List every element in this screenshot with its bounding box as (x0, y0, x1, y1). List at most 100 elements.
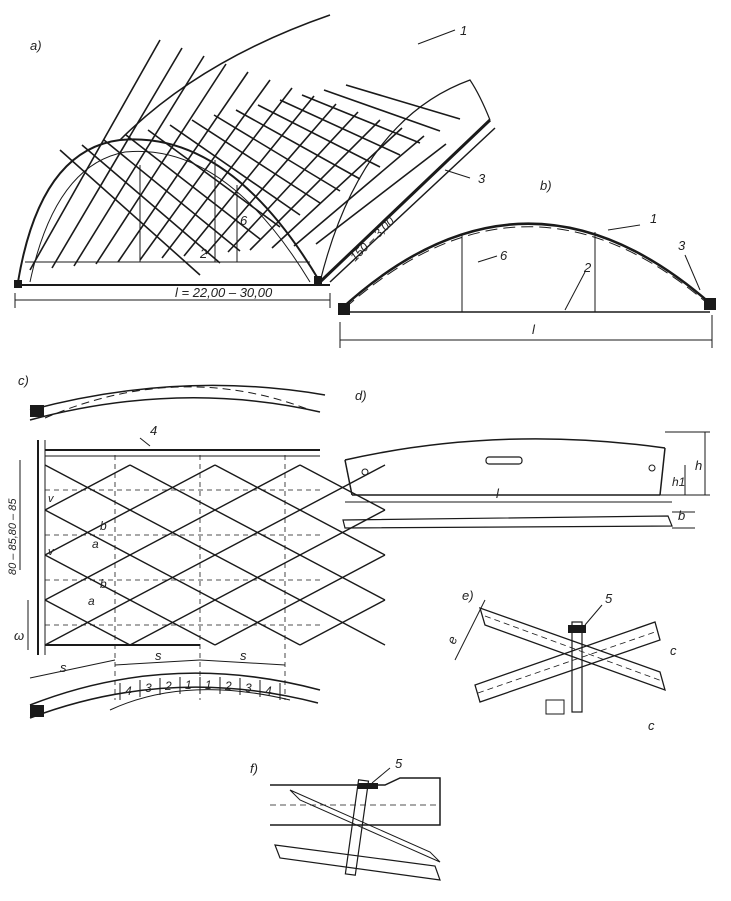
plan-rib (214, 464, 301, 511)
board-e-1 (479, 606, 666, 692)
dim-v-1: v (48, 493, 55, 505)
svg-text:4: 4 (125, 684, 132, 698)
svg-text:2: 2 (224, 679, 232, 693)
lattice-rib (29, 39, 161, 271)
spacing-label: 150 – 3,00 (347, 214, 397, 264)
b-callout-1: 1 (650, 211, 657, 226)
panel-d-letter: d) (355, 388, 367, 403)
edge-symbol: ω (14, 628, 24, 643)
lattice-rib (103, 139, 241, 252)
plan-lattice (44, 464, 386, 646)
dim-left: 80 – 85,80 – 85 (7, 498, 19, 575)
lattice-rib (161, 87, 293, 259)
panel-c-plan: 4 3 2 1 1 2 3 4 s s s 80 – 85,80 – 85 b … (7, 373, 386, 719)
plan-rib (129, 554, 216, 601)
board-f-2 (274, 844, 441, 881)
lattice-rib (191, 119, 321, 204)
dim-b-edge: b (678, 508, 685, 523)
panel-f-letter: f) (250, 761, 258, 776)
svg-text:4: 4 (265, 684, 272, 698)
board-top-edge (344, 438, 666, 461)
support-right (314, 276, 322, 284)
lattice-rib (257, 104, 381, 168)
support-b-left (338, 303, 350, 315)
svg-text:3: 3 (145, 681, 152, 695)
span-label: l = 22,00 – 30,00 (175, 285, 273, 300)
lattice-rib (293, 135, 425, 247)
dim-b-2: b (100, 577, 107, 591)
side-base-beam-inner (329, 127, 496, 283)
board-e-2 (474, 621, 661, 703)
dim-a-2: a (88, 594, 95, 608)
support-left (14, 280, 22, 288)
callout-3: 3 (478, 171, 486, 186)
lattice-rib (147, 129, 281, 228)
bolt-f (344, 779, 370, 876)
b-callout-3: 3 (678, 238, 686, 253)
dim-b-1: b (100, 519, 107, 533)
plan-rib (129, 509, 216, 556)
callout-6: 6 (240, 213, 248, 228)
svg-text:2: 2 (164, 679, 172, 693)
panel-e-joint: e c c 5 e) (444, 588, 677, 733)
bolt-hole-right (648, 464, 656, 472)
callout-2: 2 (199, 246, 208, 261)
plan-rib (214, 554, 301, 601)
dim-h1: h1 (672, 475, 685, 489)
lattice-rib (315, 143, 447, 245)
plan-rib (299, 554, 386, 601)
plan-rib (214, 509, 301, 556)
dim-v-2: v (48, 546, 55, 558)
plan-rib (44, 509, 131, 556)
ruler-numbers: 4 3 2 1 1 2 3 4 (125, 678, 272, 698)
b-callout-2: 2 (583, 260, 592, 275)
plan-rib (214, 599, 301, 646)
lattice-rib (235, 109, 361, 180)
svg-text:1: 1 (185, 678, 192, 692)
span-l-label: l (532, 322, 536, 337)
c-callout-4: 4 (150, 423, 157, 438)
dim-c-1: c (670, 643, 677, 658)
bolt-e (571, 621, 583, 713)
plan-rib (129, 599, 216, 646)
rear-arch (319, 79, 491, 283)
lattice-rib (51, 47, 183, 269)
panel-b-elevation: b) 1 3 6 2 l (338, 178, 716, 348)
dim-e: e (444, 634, 461, 646)
lattice-rib (271, 127, 403, 249)
plan-rib (44, 599, 131, 646)
plan-rib (44, 554, 131, 601)
b-callout-6: 6 (500, 248, 508, 263)
lattice-ribs (29, 39, 461, 276)
panel-a-vault: a) 1 3 6 2 l = 22,00 – 30,00 150 – 3,00 (14, 14, 496, 308)
panel-a-letter: a) (30, 38, 42, 53)
front-arch-inner (29, 150, 311, 283)
f-callout-5: 5 (395, 756, 403, 771)
plan-rib (299, 599, 386, 646)
dim-c-2: c (648, 718, 655, 733)
lattice-rib (249, 119, 381, 251)
panel-b-letter: b) (540, 178, 552, 193)
lattice-rib (279, 99, 401, 156)
lattice-rib (73, 55, 205, 267)
bolt-hole-left (361, 468, 369, 476)
arch-1 (339, 222, 713, 311)
plan-rib (299, 509, 386, 556)
panel-e-letter: e) (462, 588, 474, 603)
support-b-right (704, 298, 716, 310)
dim-a-1: a (92, 537, 99, 551)
callout-1: 1 (460, 23, 467, 38)
svg-text:3: 3 (245, 681, 252, 695)
lattice-rib (323, 89, 441, 132)
ridge-line (119, 14, 331, 141)
svg-text:1: 1 (205, 678, 212, 692)
dim-s-1: s (60, 660, 67, 675)
board-edge-view (342, 515, 673, 529)
lattice-rib (169, 124, 301, 216)
lattice-rib (183, 95, 315, 257)
plan-rib (44, 464, 131, 511)
panel-f-joint: 5 f) (250, 756, 441, 881)
lattice-rib (139, 79, 271, 261)
